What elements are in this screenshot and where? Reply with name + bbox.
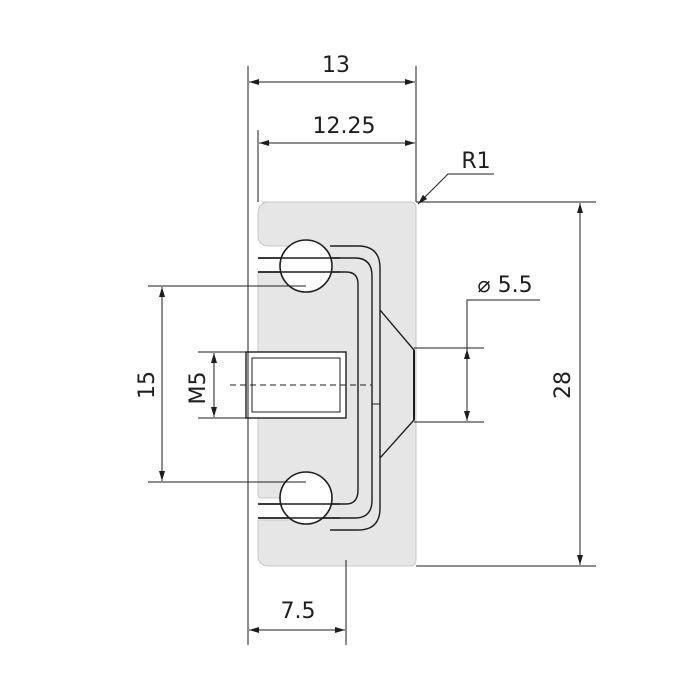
dim-ball-spacing: 15: [135, 371, 160, 399]
inner-rail: [258, 257, 373, 519]
dim-width-total: 13: [322, 53, 350, 78]
dim-width-inner: 12.25: [313, 114, 376, 139]
radius-leader: [417, 173, 494, 205]
inner-rail-inner: [258, 271, 359, 505]
dim-thread: M5: [186, 372, 211, 405]
dim-hole-leader: [466, 299, 540, 349]
ball-bottom: [279, 471, 333, 525]
dim-radius: R1: [461, 149, 490, 174]
dim-height-total: 28: [551, 371, 576, 399]
dimension-lines: [159, 79, 583, 633]
outer-rail: [330, 245, 381, 531]
dim-hole-diameter: ⌀ 5.5: [477, 273, 532, 298]
thread-insert: [230, 351, 372, 419]
ball-top: [279, 239, 333, 293]
ball-retainer: [258, 257, 340, 519]
dim-offset-bottom: 7.5: [281, 599, 316, 624]
extension-lines: [148, 66, 596, 645]
